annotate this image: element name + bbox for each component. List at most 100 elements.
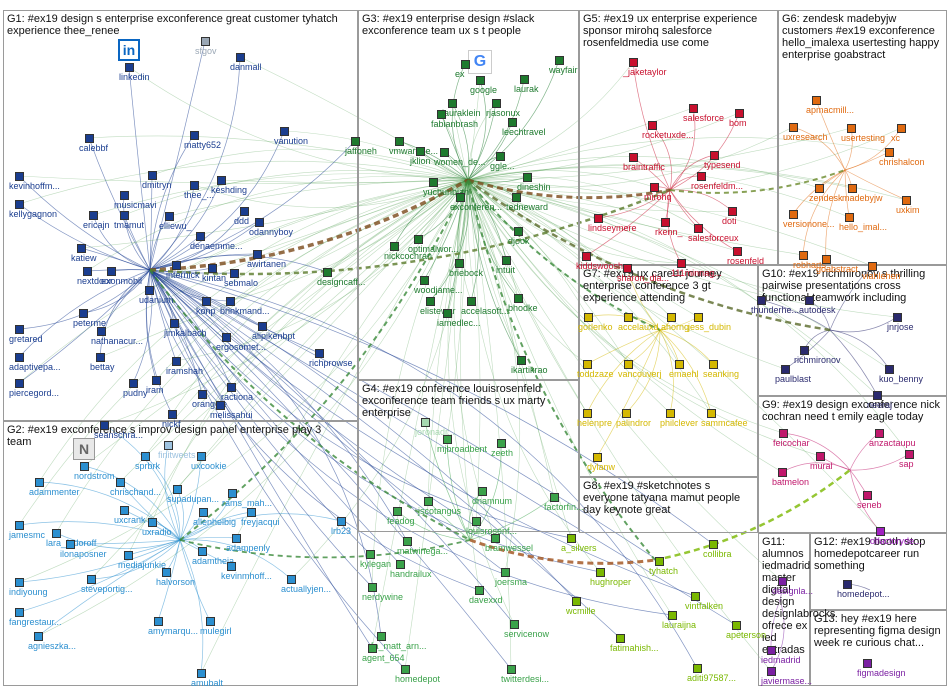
node-marker bbox=[15, 172, 24, 181]
node-label-homedepot: homedepot bbox=[395, 674, 440, 684]
node-marker bbox=[368, 583, 377, 592]
node-marker bbox=[502, 256, 511, 265]
node-marker bbox=[693, 664, 702, 673]
node-marker bbox=[697, 172, 706, 181]
node-marker bbox=[455, 259, 464, 268]
node-marker bbox=[709, 360, 718, 369]
node-label-exonmobil: exonmobil bbox=[101, 276, 142, 286]
nordstrom-icon: N bbox=[73, 438, 95, 460]
node-label-chrishalcon: chrishalcon bbox=[879, 157, 925, 167]
node-label-sfgov: sfgov bbox=[195, 46, 217, 56]
node-marker bbox=[416, 147, 425, 156]
node-label-rosenfeld: rosenfeld bbox=[727, 256, 764, 266]
node-marker bbox=[845, 213, 854, 222]
node-label-wayfair: wayfair bbox=[549, 65, 578, 75]
node-marker bbox=[168, 410, 177, 419]
node-marker bbox=[707, 409, 716, 418]
node-label-uxcrank: uxcrank bbox=[114, 515, 146, 525]
node-label-a-matt-arn: [a_matt_arn... bbox=[371, 641, 427, 651]
node-marker bbox=[822, 255, 831, 264]
node-marker bbox=[475, 586, 484, 595]
node-label-chrischand: chrischand... bbox=[110, 487, 161, 497]
node-label-zeeth: zeeth bbox=[491, 448, 513, 458]
group-title-g13: G13: hey #ex19 here representing figma d… bbox=[814, 613, 949, 649]
node-label-rkenn: rkenn_ bbox=[655, 227, 683, 237]
node-marker bbox=[227, 562, 236, 571]
node-label-ggle: ggle... bbox=[490, 161, 515, 171]
node-label-amubalt: amubalt bbox=[191, 678, 223, 688]
node-marker bbox=[501, 568, 510, 577]
edge bbox=[150, 135, 194, 270]
node-marker bbox=[624, 313, 633, 322]
node-marker bbox=[226, 297, 235, 306]
node-label-batmelon: batmelon bbox=[772, 477, 809, 487]
node-label-lrb23: lrb23 bbox=[331, 526, 351, 536]
node-marker bbox=[89, 211, 98, 220]
node-label-supadupan: supadupan... bbox=[167, 494, 219, 504]
node-label-toddzaze: toddzaze bbox=[577, 369, 614, 379]
node-label-factorfin: factorfin... bbox=[544, 502, 584, 512]
node-marker bbox=[689, 104, 698, 113]
node-marker bbox=[120, 211, 129, 220]
node-label-agnieszka: agnieszka... bbox=[28, 641, 76, 651]
node-marker bbox=[847, 124, 856, 133]
node-label-amymarqu: amymarqu... bbox=[148, 626, 198, 636]
node-marker bbox=[393, 507, 402, 516]
node-marker bbox=[735, 109, 744, 118]
node-marker bbox=[85, 134, 94, 143]
node-marker bbox=[217, 176, 226, 185]
node-label-apmacmill: apmacmill... bbox=[806, 105, 854, 115]
node-marker bbox=[873, 391, 882, 400]
edge bbox=[19, 176, 468, 184]
node-marker bbox=[767, 646, 776, 655]
node-marker bbox=[172, 357, 181, 366]
node-marker bbox=[778, 468, 787, 477]
node-label-linkedin: linkedin bbox=[119, 72, 150, 82]
node-label-google: google bbox=[470, 85, 497, 95]
node-marker bbox=[732, 621, 741, 630]
node-marker bbox=[520, 75, 529, 84]
node-marker bbox=[691, 592, 700, 601]
node-label-rosenfeldm: rosenfeldm... bbox=[691, 181, 743, 191]
node-label-davexxd: davexxd bbox=[469, 595, 503, 605]
node-marker bbox=[677, 259, 686, 268]
node-label-designla: designla... bbox=[772, 586, 813, 596]
node-label-awirtanen: awirtanen bbox=[247, 259, 286, 269]
node-label-accelasoft: accelasoft... bbox=[461, 306, 509, 316]
node-label-tyhatch: tyhatch bbox=[649, 566, 678, 576]
node-marker bbox=[258, 322, 267, 331]
node-marker bbox=[616, 634, 625, 643]
google-icon: G bbox=[468, 50, 492, 74]
node-label-ddd: ddd bbox=[234, 216, 249, 226]
node-marker bbox=[100, 421, 109, 430]
node-label-feadog: feadog bbox=[387, 516, 415, 526]
node-marker bbox=[287, 575, 296, 584]
node-marker bbox=[116, 478, 125, 487]
node-marker bbox=[694, 313, 703, 322]
node-label-dmitryn: dmitryn bbox=[142, 180, 172, 190]
node-marker bbox=[843, 580, 852, 589]
node-label-javiermase: javiermase... bbox=[761, 676, 812, 686]
node-label-adaptivepa: adaptivepa... bbox=[9, 362, 61, 372]
node-label-tedneward: tedneward bbox=[506, 202, 548, 212]
node-label-matty652: matty652 bbox=[184, 140, 221, 150]
node-label-helenpre: helenpre bbox=[577, 418, 612, 428]
node-label-gretared: gretared bbox=[9, 334, 43, 344]
node-label-vintfalken: vintfalken bbox=[685, 601, 723, 611]
node-marker bbox=[514, 294, 523, 303]
node-label-allenhelbig: allenhelbig bbox=[193, 517, 236, 527]
node-marker bbox=[437, 110, 446, 119]
node-label-ilonaposner: ilonaposner bbox=[60, 549, 107, 559]
node-label-uxresearch: uxresearch bbox=[783, 132, 828, 142]
node-marker bbox=[661, 218, 670, 227]
node-marker bbox=[208, 264, 217, 273]
node-marker bbox=[148, 171, 157, 180]
node-label-laurak: laurak bbox=[514, 84, 539, 94]
node-label-melissahui: melissahui bbox=[210, 410, 253, 420]
node-label-joersma: joersma bbox=[495, 577, 527, 587]
node-marker bbox=[197, 452, 206, 461]
node-label-iram: iram bbox=[146, 385, 164, 395]
node-marker bbox=[337, 517, 346, 526]
node-marker bbox=[623, 264, 632, 273]
node-marker bbox=[253, 250, 262, 259]
